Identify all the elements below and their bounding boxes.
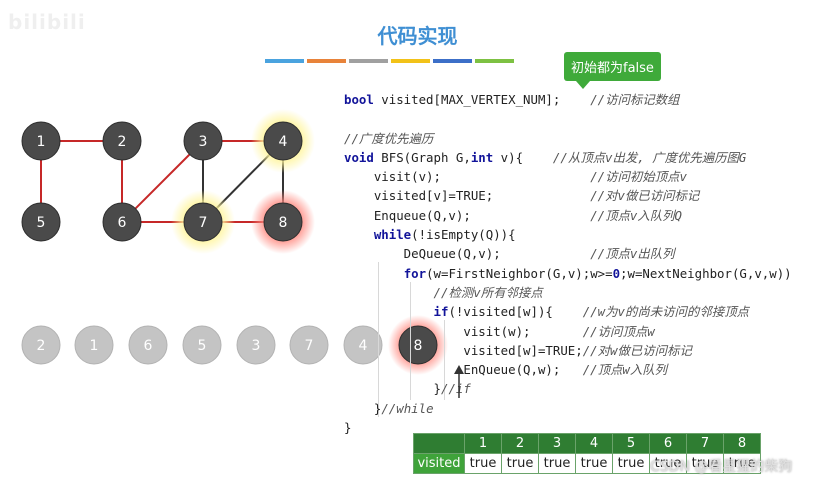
queue-node-label: 5: [198, 338, 207, 354]
graph-node-label: 1: [37, 134, 46, 150]
table-header-cell: 6: [649, 433, 687, 454]
graph-node-2: [102, 121, 142, 161]
queue-node-4: [343, 325, 383, 365]
queue-node-5: [182, 325, 222, 365]
color-bar-segment: [475, 59, 514, 63]
code-line: visit(v); //访问初始顶点v: [344, 169, 687, 185]
table-value-cell: true: [575, 453, 613, 474]
init-false-callout: 初始都为false: [564, 52, 661, 89]
code-line: //广度优先遍历: [344, 130, 434, 146]
queue-node-label: 4: [359, 338, 368, 354]
table-value-cell: true: [501, 453, 539, 474]
color-bar-segment: [391, 59, 430, 63]
graph-node-1: [21, 121, 61, 161]
graph-node-8: [263, 202, 303, 242]
queue-diagram: 2 1 6 5 3 7 4 8: [21, 315, 448, 375]
code-line: while(!isEmpty(Q)){: [373, 227, 516, 243]
queue-node-6: [128, 325, 168, 365]
color-bar-segment: [349, 59, 388, 63]
code-line: //检测v所有邻接点: [433, 284, 543, 300]
code-line: visited[w]=TRUE;//对w做已访问标记: [344, 342, 692, 358]
code-line: EnQueue(Q,w); //顶点w入队列: [344, 362, 668, 378]
color-bar-segment: [265, 59, 304, 63]
table-value-cell: true: [538, 453, 576, 474]
graph-node-label: 4: [279, 134, 288, 150]
queue-node-7: [289, 325, 329, 365]
code-line: }: [344, 420, 352, 436]
graph-node-5: [21, 202, 61, 242]
slide-title: 代码实现: [377, 24, 458, 48]
code-line: for(w=FirstNeighbor(G,v);w>=0;w=NextNeig…: [403, 265, 792, 281]
table-value-cell: true: [612, 453, 650, 474]
table-value-cell: true: [649, 453, 687, 474]
indent-guide: [410, 282, 411, 400]
graph-node-label: 8: [279, 215, 288, 231]
table-header-cell: 3: [538, 433, 576, 454]
table-value-cell: true: [686, 453, 724, 474]
graph-node-label: 2: [118, 134, 127, 150]
code-line: void BFS(Graph G,int v){ //从顶点v出发, 广度优先遍…: [344, 149, 747, 165]
graph-node-label: 5: [37, 215, 46, 231]
bfs-code: bool visited[MAX_VERTEX_NUM]; //访问标记数组 /…: [344, 90, 792, 437]
table-header-cell: 5: [612, 433, 650, 454]
code-line: }//while: [344, 400, 434, 416]
queue-node-label: 3: [252, 338, 261, 354]
queue-node-8: [398, 325, 438, 365]
color-bar-segment: [307, 59, 346, 63]
code-line: bool visited[MAX_VERTEX_NUM]; //访问标记数组: [344, 92, 680, 107]
table-header-cell: 7: [686, 433, 724, 454]
graph-node-label: 6: [118, 215, 127, 231]
queue-node-label: 2: [37, 338, 46, 354]
queue-node-label: 1: [90, 338, 99, 354]
indent-guide: [444, 320, 445, 400]
csdn-credit: CSDN @看星猩的柴狗: [650, 459, 793, 475]
table-header-cell: 2: [501, 433, 539, 454]
queue-node-label: 6: [144, 338, 153, 354]
graph-node-4: [263, 121, 303, 161]
graph-node-7: [183, 202, 223, 242]
table-corner: [413, 433, 465, 454]
code-line: visit(w); //访问顶点w: [344, 323, 655, 339]
queue-node-label: 7: [305, 338, 314, 354]
code-line: DeQueue(Q,v); //顶点v出队列: [344, 246, 675, 262]
visited-row-label: visited: [413, 453, 465, 474]
code-line: }//if: [344, 381, 471, 397]
table-value-cell: true: [464, 453, 502, 474]
pointer-arrow-icon: [454, 365, 464, 398]
queue-node-label: 8: [414, 338, 423, 354]
bilibili-watermark: bilibili: [8, 10, 86, 34]
indent-guide: [378, 262, 379, 417]
table-header-cell: 4: [575, 433, 613, 454]
queue-node-2: [21, 325, 61, 365]
queue-node-3: [236, 325, 276, 365]
code-line: [344, 109, 792, 128]
code-line: visited[v]=TRUE; //对v做已访问标记: [344, 188, 700, 204]
graph-diagram: 1 2 3 4 5 6 7 8: [21, 109, 315, 254]
graph-node-3: [183, 121, 223, 161]
table-value-cell: true: [723, 453, 761, 474]
table-header-cell: 1: [464, 433, 502, 454]
title-color-bar: [265, 59, 514, 63]
code-line: Enqueue(Q,v); //顶点v入队列Q: [344, 207, 682, 223]
table-header-cell: 8: [723, 433, 761, 454]
graph-node-6: [102, 202, 142, 242]
graph-node-label: 7: [199, 215, 208, 231]
graph-node-label: 3: [199, 134, 208, 150]
code-line: if(!visited[w]){ //w为v的尚未访问的邻接顶点: [433, 304, 749, 320]
queue-node-1: [74, 325, 114, 365]
color-bar-segment: [433, 59, 472, 63]
